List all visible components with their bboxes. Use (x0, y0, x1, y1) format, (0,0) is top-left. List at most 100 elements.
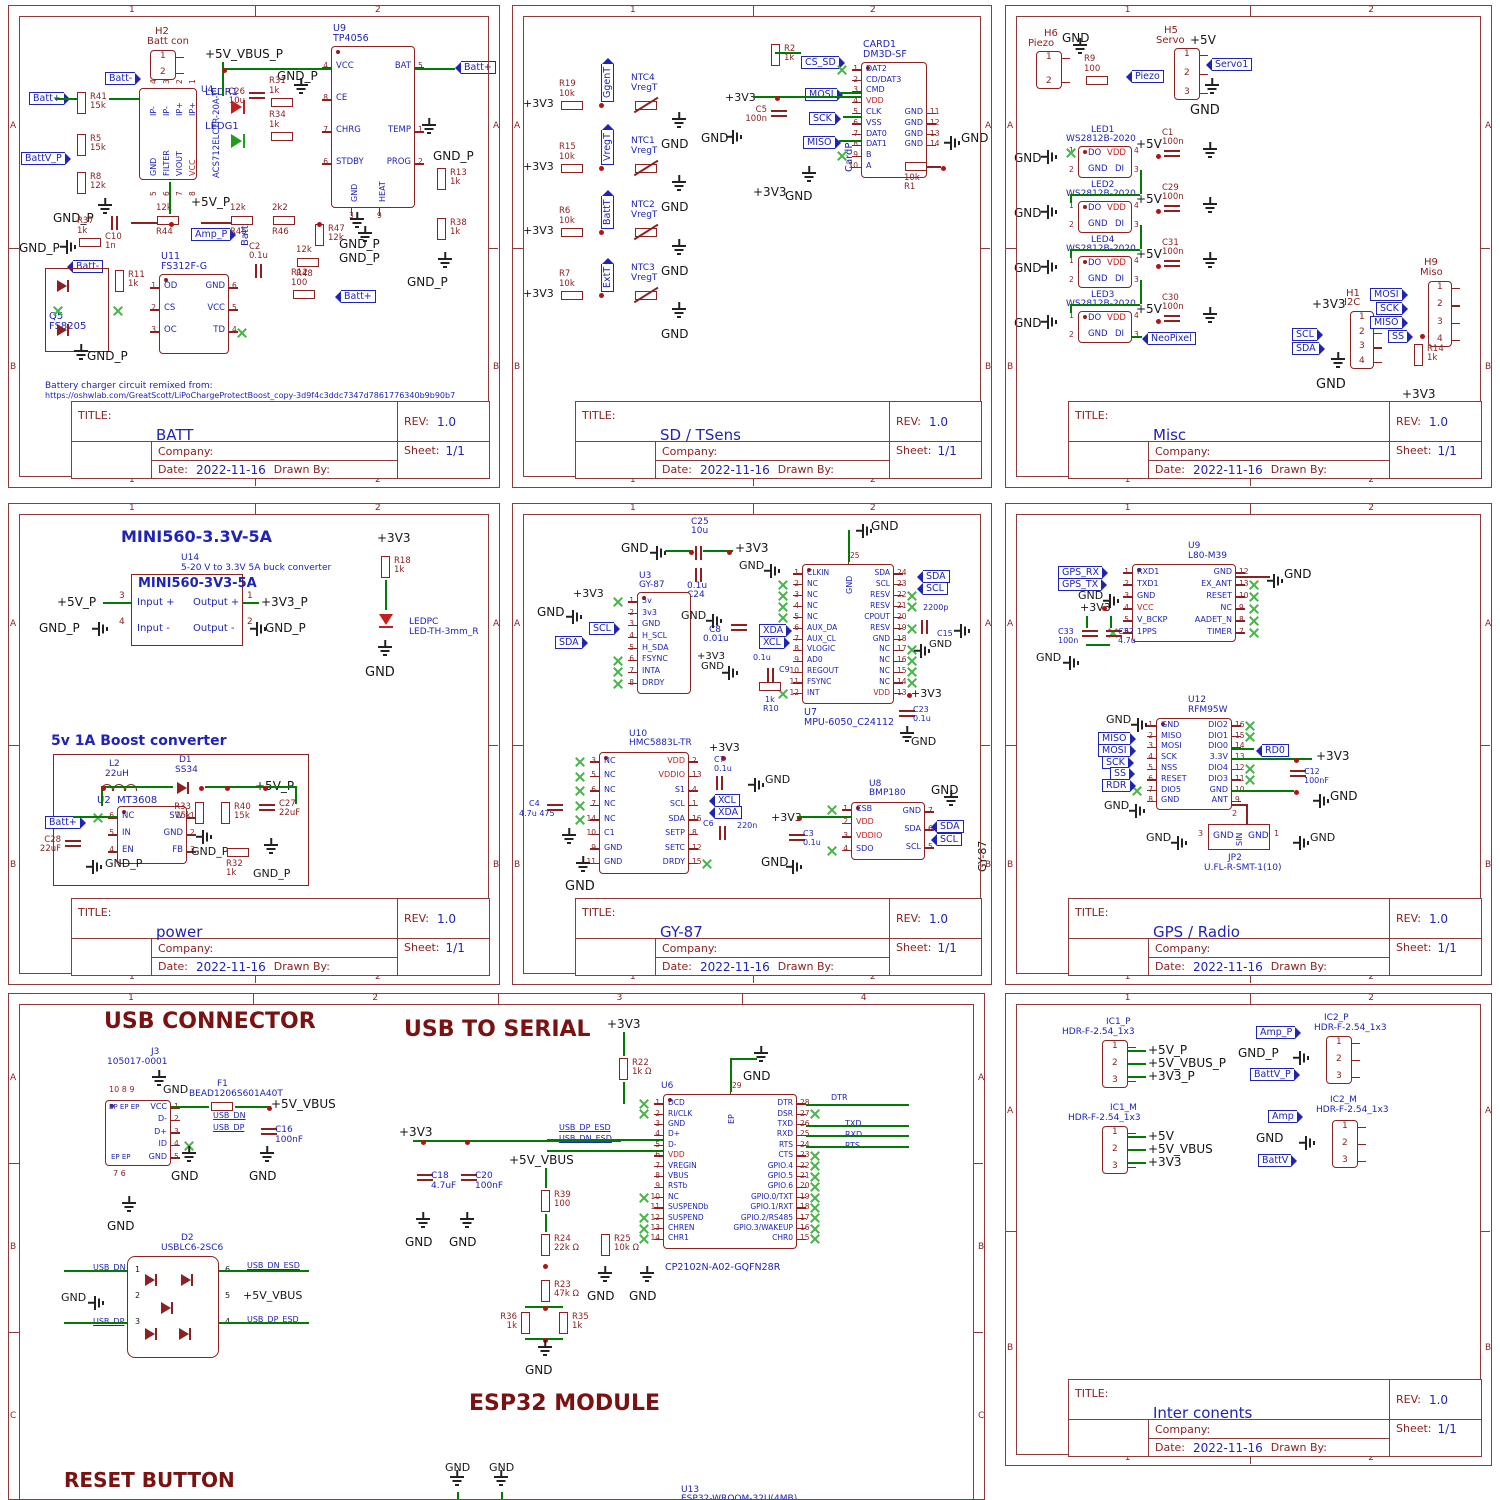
ic-ic[interactable] (851, 802, 925, 860)
net-flag-SCK[interactable]: SCK (809, 112, 841, 125)
resistor-R48[interactable] (297, 258, 319, 267)
net-flag-MISO[interactable]: MISO (1098, 732, 1136, 745)
led-symbol[interactable] (231, 100, 242, 114)
capacitor-c[interactable] (1106, 635, 1122, 637)
resistor-R25[interactable] (601, 1234, 610, 1256)
net-flag-XCL[interactable]: XCL (759, 636, 790, 649)
diode-symbol[interactable] (57, 280, 67, 292)
net-flag-SCL[interactable]: SCL (1292, 328, 1323, 341)
net-flag-Amp_P[interactable]: Amp_P (191, 228, 237, 241)
resistor-R36[interactable] (521, 1312, 530, 1334)
ic-U11[interactable] (159, 274, 229, 354)
capacitor-c[interactable] (899, 710, 915, 712)
capacitor-c[interactable] (547, 809, 563, 811)
resistor-bead[interactable] (759, 682, 781, 691)
capacitor-C10[interactable] (116, 216, 118, 230)
net-flag-Batt+[interactable]: Batt+ (29, 92, 70, 105)
capacitor-c[interactable] (417, 1179, 433, 1181)
ic-U7[interactable] (802, 564, 894, 704)
capacitor-c[interactable] (921, 620, 923, 634)
net-flag-CS_SD[interactable]: CS_SD (801, 56, 845, 69)
capacitor-c[interactable] (789, 839, 805, 841)
capacitor-c[interactable] (461, 1179, 477, 1181)
capacitor-c[interactable] (1106, 630, 1122, 632)
resistor-R8[interactable] (77, 172, 86, 194)
capacitor-C29[interactable] (1164, 205, 1180, 207)
capacitor-c[interactable] (789, 834, 805, 836)
net-flag-ExtT[interactable]: ExtT (601, 257, 614, 292)
diode-symbol[interactable] (177, 782, 187, 794)
capacitor-C2[interactable] (255, 264, 257, 278)
resistor-R39[interactable] (541, 1190, 550, 1212)
net-flag-XCL[interactable]: XCL (709, 794, 740, 807)
resistor-R5[interactable] (77, 134, 86, 156)
connector-header[interactable] (1174, 48, 1200, 100)
net-flag-SCL[interactable]: SCL (589, 622, 620, 635)
net-flag-SCL[interactable]: SCL (931, 833, 962, 846)
net-flag-SCL[interactable]: SCL (917, 582, 948, 595)
resistor-R9[interactable] (1086, 76, 1108, 85)
net-flag-BattT[interactable]: BattT (601, 190, 614, 229)
diode-symbol[interactable] (181, 1274, 191, 1286)
ic-ic[interactable] (1132, 564, 1236, 642)
capacitor-c[interactable] (1290, 770, 1306, 772)
capacitor-c[interactable] (767, 668, 769, 682)
net-flag-SDA[interactable]: SDA (555, 636, 588, 649)
ic-ws2812b[interactable] (1078, 256, 1132, 288)
ic-ws2812b[interactable] (1078, 201, 1132, 233)
capacitor-C31[interactable] (1164, 260, 1180, 262)
net-flag-NeoPixel[interactable]: NeoPixel (1142, 332, 1196, 345)
capacitor-C30[interactable] (1164, 315, 1180, 317)
resistor-R35[interactable] (559, 1312, 568, 1334)
resistor-R11[interactable] (115, 270, 124, 292)
capacitor-c[interactable] (700, 568, 702, 582)
connector-header[interactable] (1102, 1126, 1128, 1174)
capacitor-c[interactable] (772, 668, 774, 682)
capacitor-c[interactable] (261, 1133, 277, 1135)
resistor-R22[interactable] (619, 1058, 628, 1080)
connector-header[interactable] (1428, 281, 1452, 347)
resistor-R14[interactable] (1414, 344, 1423, 366)
net-flag-BattV_P[interactable]: BattV_P (21, 152, 71, 165)
resistor-R6[interactable] (561, 228, 583, 237)
net-flag-Batt-[interactable]: Batt- (105, 72, 142, 85)
resistor-R44[interactable] (157, 216, 179, 225)
resistor-R7[interactable] (561, 291, 583, 300)
resistor-R37[interactable] (79, 238, 101, 247)
ic-CARD1[interactable] (861, 62, 927, 178)
net-flag-GgenT[interactable]: GgenT (601, 57, 614, 102)
net-flag-MISO[interactable]: MISO (1370, 316, 1408, 329)
capacitor-C29[interactable] (1164, 210, 1180, 212)
net-flag-RD0[interactable]: RD0 (1256, 744, 1289, 757)
resistor-bead[interactable] (211, 1102, 233, 1111)
net-flag-SDA[interactable]: SDA (931, 820, 964, 833)
capacitor-C1[interactable] (1164, 155, 1180, 157)
capacitor-c[interactable] (719, 826, 721, 840)
led-symbol[interactable] (231, 134, 242, 148)
ic-ic[interactable] (117, 806, 187, 864)
net-flag-SS[interactable]: SS (1388, 330, 1414, 343)
net-flag-Batt+[interactable]: Batt+ (335, 290, 376, 303)
capacitor-c[interactable] (731, 624, 747, 626)
diode-symbol[interactable] (145, 1328, 155, 1340)
capacitor-c[interactable] (716, 776, 718, 790)
capacitor-c[interactable] (461, 1174, 477, 1176)
capacitor-c[interactable] (1082, 635, 1098, 637)
capacitor-C27[interactable] (259, 804, 275, 806)
net-flag-SCK[interactable]: SCK (1376, 302, 1408, 315)
net-flag-RDR[interactable]: RDR (1102, 779, 1136, 792)
capacitor-C2[interactable] (260, 264, 262, 278)
capacitor-c[interactable] (899, 715, 915, 717)
diode-symbol[interactable] (161, 1302, 171, 1314)
capacitor-c[interactable] (261, 1128, 277, 1130)
capacitor-c[interactable] (724, 826, 726, 840)
resistor-R47[interactable] (315, 224, 324, 246)
capacitor-C5[interactable] (771, 110, 787, 112)
capacitor-C26[interactable] (249, 97, 265, 99)
resistor-R31[interactable] (271, 98, 293, 107)
ic-ic[interactable] (105, 1100, 171, 1166)
capacitor-C28[interactable] (65, 845, 81, 847)
ic-ic[interactable] (663, 1094, 797, 1249)
net-flag-Amp_P[interactable]: Amp_P (1256, 1026, 1302, 1039)
resistor-R40[interactable] (221, 802, 230, 824)
